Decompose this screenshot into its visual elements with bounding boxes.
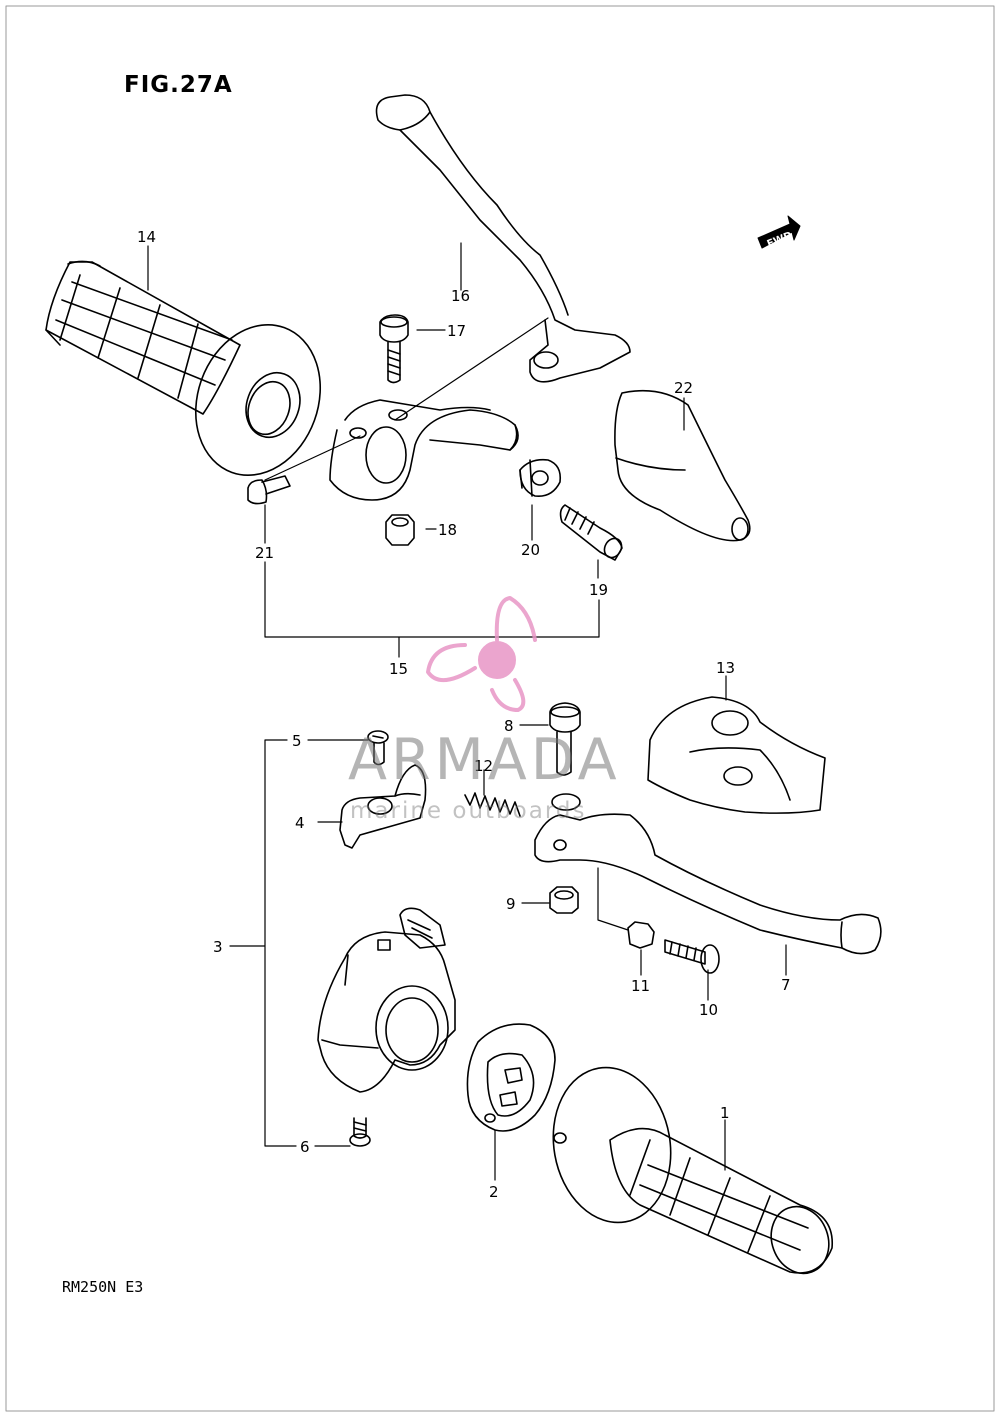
leader-lines: [147, 242, 787, 1181]
callout-5: 5: [292, 732, 302, 750]
part-5-screw: [367, 730, 389, 766]
propeller-logo-icon: [426, 596, 537, 712]
callout-9: 9: [506, 895, 516, 913]
callout-10: 10: [699, 1001, 718, 1019]
callout-20: 20: [521, 541, 540, 559]
callout-19: 19: [589, 581, 608, 599]
callout-13: 13: [716, 659, 735, 677]
part-17-bolt: [379, 314, 409, 384]
part-21-screw: [247, 475, 291, 505]
part-16-clutch-lever: [375, 94, 631, 383]
part-19-cable-adjuster: [559, 504, 623, 561]
callout-21: 21: [255, 544, 274, 562]
callout-18: 18: [438, 521, 457, 539]
part-3-switch-housing: [317, 907, 456, 1093]
callout-11: 11: [631, 977, 650, 995]
callout-2: 2: [489, 1183, 499, 1201]
watermark-brand: ARMADA: [348, 727, 621, 793]
part-10-bolt: [664, 939, 720, 974]
part-20-adjuster-nut: [519, 458, 562, 498]
fwd-arrow-icon: FWD: [757, 215, 801, 250]
part-1-right-grip: [552, 1066, 833, 1275]
part-15-lever-bracket: [329, 399, 519, 501]
part-9-nut: [549, 886, 579, 914]
callout-labels: 1 2 3 4 5 6 7 8 9 10 11 12 13 14 15 16 1…: [137, 228, 791, 1201]
part-18-nut: [385, 514, 415, 546]
callout-7: 7: [781, 976, 791, 994]
part-11-nut: [627, 921, 655, 949]
part-12-spring: [464, 792, 521, 817]
callout-17: 17: [447, 322, 466, 340]
callout-22: 22: [674, 379, 693, 397]
watermark-tagline: marine outboards: [350, 798, 587, 824]
part-7-brake-lever: [534, 793, 882, 955]
page-border: [5, 5, 995, 1412]
callout-15: 15: [389, 660, 408, 678]
model-code: RM250N E3: [62, 1278, 144, 1296]
callout-3: 3: [213, 938, 223, 956]
figure-title: FIG.27A: [124, 72, 233, 98]
part-14-left-grip: [45, 260, 322, 477]
part-13-lever-cover: [647, 696, 826, 814]
callout-16: 16: [451, 287, 470, 305]
part-8-bolt: [549, 702, 581, 776]
part-4-switch-clamp: [339, 764, 427, 849]
callout-1: 1: [720, 1104, 730, 1122]
part-22-lever-cover: [614, 389, 751, 542]
part-2-guide-plate: [466, 1023, 556, 1132]
callout-8: 8: [504, 717, 514, 735]
callout-4: 4: [295, 814, 305, 832]
part-6-screw: [349, 1117, 371, 1147]
callout-12: 12: [474, 757, 493, 775]
callout-14: 14: [137, 228, 156, 246]
callout-6: 6: [300, 1138, 310, 1156]
